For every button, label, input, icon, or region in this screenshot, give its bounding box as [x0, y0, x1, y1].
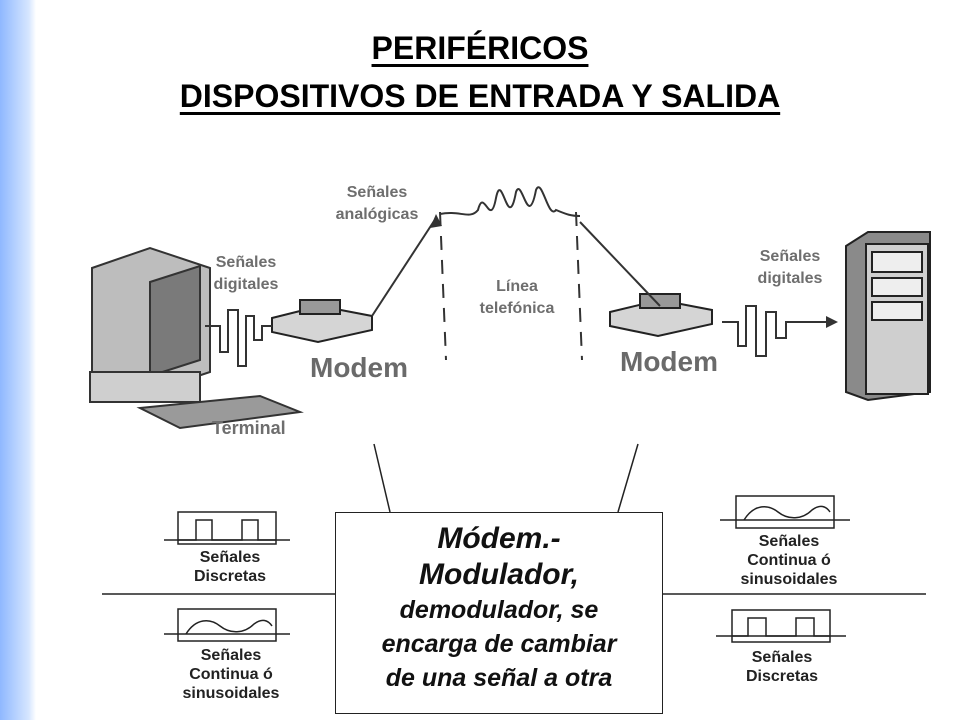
- modem-box-subtitle: Modulador,: [419, 558, 579, 591]
- discrete-signal-bottom-right: [716, 609, 846, 643]
- sine-signal-bottom-left: [164, 608, 290, 642]
- modem-right-illustration: [609, 293, 713, 338]
- sine-signal-top-right: [720, 495, 850, 529]
- discrete-signal-top-left: [164, 511, 290, 545]
- modem-box-desc-3: de una señal a otra: [385, 664, 613, 692]
- terminal-illustration: [89, 246, 304, 430]
- arrow-up-icon: [430, 214, 442, 228]
- connector-line-right: [617, 443, 639, 513]
- modem-box-desc-2: encarga de cambiar: [381, 630, 617, 658]
- arrow-right-icon: [826, 316, 838, 328]
- connector-line-left: [373, 443, 391, 513]
- digital-signal-left: [205, 309, 272, 367]
- side-accent-bar: [0, 0, 36, 720]
- server-illustration: [845, 231, 931, 402]
- terminal-label: Terminal: [212, 418, 286, 438]
- modem-right-label: Modem: [620, 346, 718, 377]
- modem-explanation-box: Módem.- Modulador, demodulador, se encar…: [335, 512, 663, 714]
- page-title: PERIFÉRICOS: [371, 30, 589, 66]
- modem-box-title: Módem.-: [437, 522, 561, 555]
- modem-box-desc-1: demodulador, se: [399, 596, 599, 624]
- phone-line: [371, 186, 661, 361]
- modem-left-label: Modem: [310, 352, 408, 383]
- digital-signal-right: [722, 305, 826, 357]
- modem-left-illustration: [271, 299, 373, 344]
- page-subtitle: DISPOSITIVOS DE ENTRADA Y SALIDA: [179, 78, 781, 114]
